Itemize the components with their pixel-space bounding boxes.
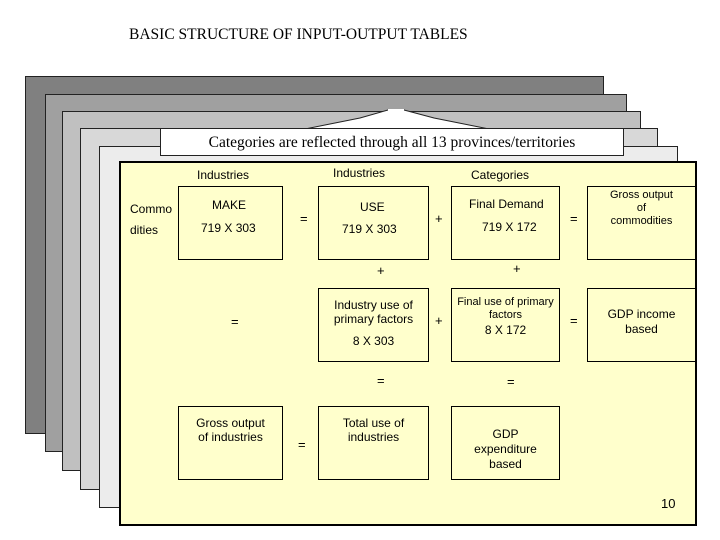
provinces-banner: Categories are reflected through all 13 …: [160, 128, 624, 156]
equals-operator: =: [298, 437, 306, 452]
row-label-commodities-2: dities: [130, 223, 159, 237]
total-use-line1: Total use of: [342, 416, 405, 430]
industry-primary-line1: Industry use of: [334, 298, 413, 312]
page-number: 10: [661, 496, 676, 511]
final-demand-label: Final Demand: [469, 197, 544, 211]
industry-primary-line2: primary factors: [333, 312, 414, 326]
equals-operator: =: [507, 374, 515, 389]
final-primary-line1: Final use of primary: [457, 296, 554, 308]
header-industries-use: Industries: [333, 166, 386, 180]
gdp-expenditure-line1: GDP: [492, 427, 519, 441]
final-primary-line2: factors: [488, 309, 522, 321]
total-use-line2: industries: [347, 430, 400, 444]
plus-operator: +: [435, 313, 443, 328]
slide-title: BASIC STRUCTURE OF INPUT-OUTPUT TABLES: [129, 26, 468, 43]
io-table-panel: Industries Industries Categories Commo d…: [119, 161, 697, 526]
gdp-expenditure-line3: based: [489, 457, 522, 471]
header-industries-make: Industries: [197, 168, 250, 182]
row-label-commodities-1: Commo: [130, 202, 173, 216]
use-matrix: USE 719 X 303: [318, 186, 429, 260]
plus-operator: +: [513, 261, 521, 276]
gross-output-commodities-line3: commodities: [610, 215, 673, 227]
use-label: USE: [360, 200, 385, 214]
equals-operator: =: [377, 373, 385, 388]
industry-primary-dims: 8 X 303: [352, 334, 395, 348]
use-dims: 719 X 303: [342, 222, 397, 236]
gdp-income-box: GDP income based: [587, 288, 696, 362]
gdp-expenditure-line2: expenditure: [474, 442, 537, 456]
gdp-income-line2: based: [625, 322, 658, 336]
make-dims: 719 X 303: [201, 221, 256, 235]
gdp-income-line1: GDP income: [607, 307, 676, 321]
gross-output-industries-line1: Gross output: [196, 416, 265, 430]
industry-primary-factors-box: Industry use of primary factors 8 X 303: [318, 288, 429, 362]
plus-operator: +: [435, 211, 443, 226]
gross-output-commodities-line1: Gross output: [610, 189, 673, 201]
equals-operator: =: [570, 313, 578, 328]
gross-output-industries-line2: of industries: [198, 430, 263, 444]
header-categories: Categories: [471, 168, 530, 182]
plus-operator: +: [377, 263, 385, 278]
final-demand-dims: 719 X 172: [482, 220, 537, 234]
gross-output-commodities-line2: of: [636, 202, 647, 214]
make-matrix: MAKE 719 X 303: [178, 186, 283, 260]
final-demand-matrix: Final Demand 719 X 172: [451, 186, 560, 260]
total-use-industries-box: Total use of industries: [318, 406, 429, 480]
final-primary-dims: 8 X 172: [484, 323, 527, 337]
equals-operator: =: [300, 211, 308, 226]
gdp-expenditure-box: GDP expenditure based: [451, 406, 560, 480]
final-primary-factors-box: Final use of primary factors 8 X 172: [451, 288, 560, 362]
equals-operator: =: [570, 211, 578, 226]
equals-operator: =: [231, 314, 239, 329]
make-label: MAKE: [212, 198, 247, 212]
gross-output-industries-box: Gross output of industries: [178, 406, 283, 480]
gross-output-commodities-box: Gross output of commodities: [587, 186, 696, 260]
